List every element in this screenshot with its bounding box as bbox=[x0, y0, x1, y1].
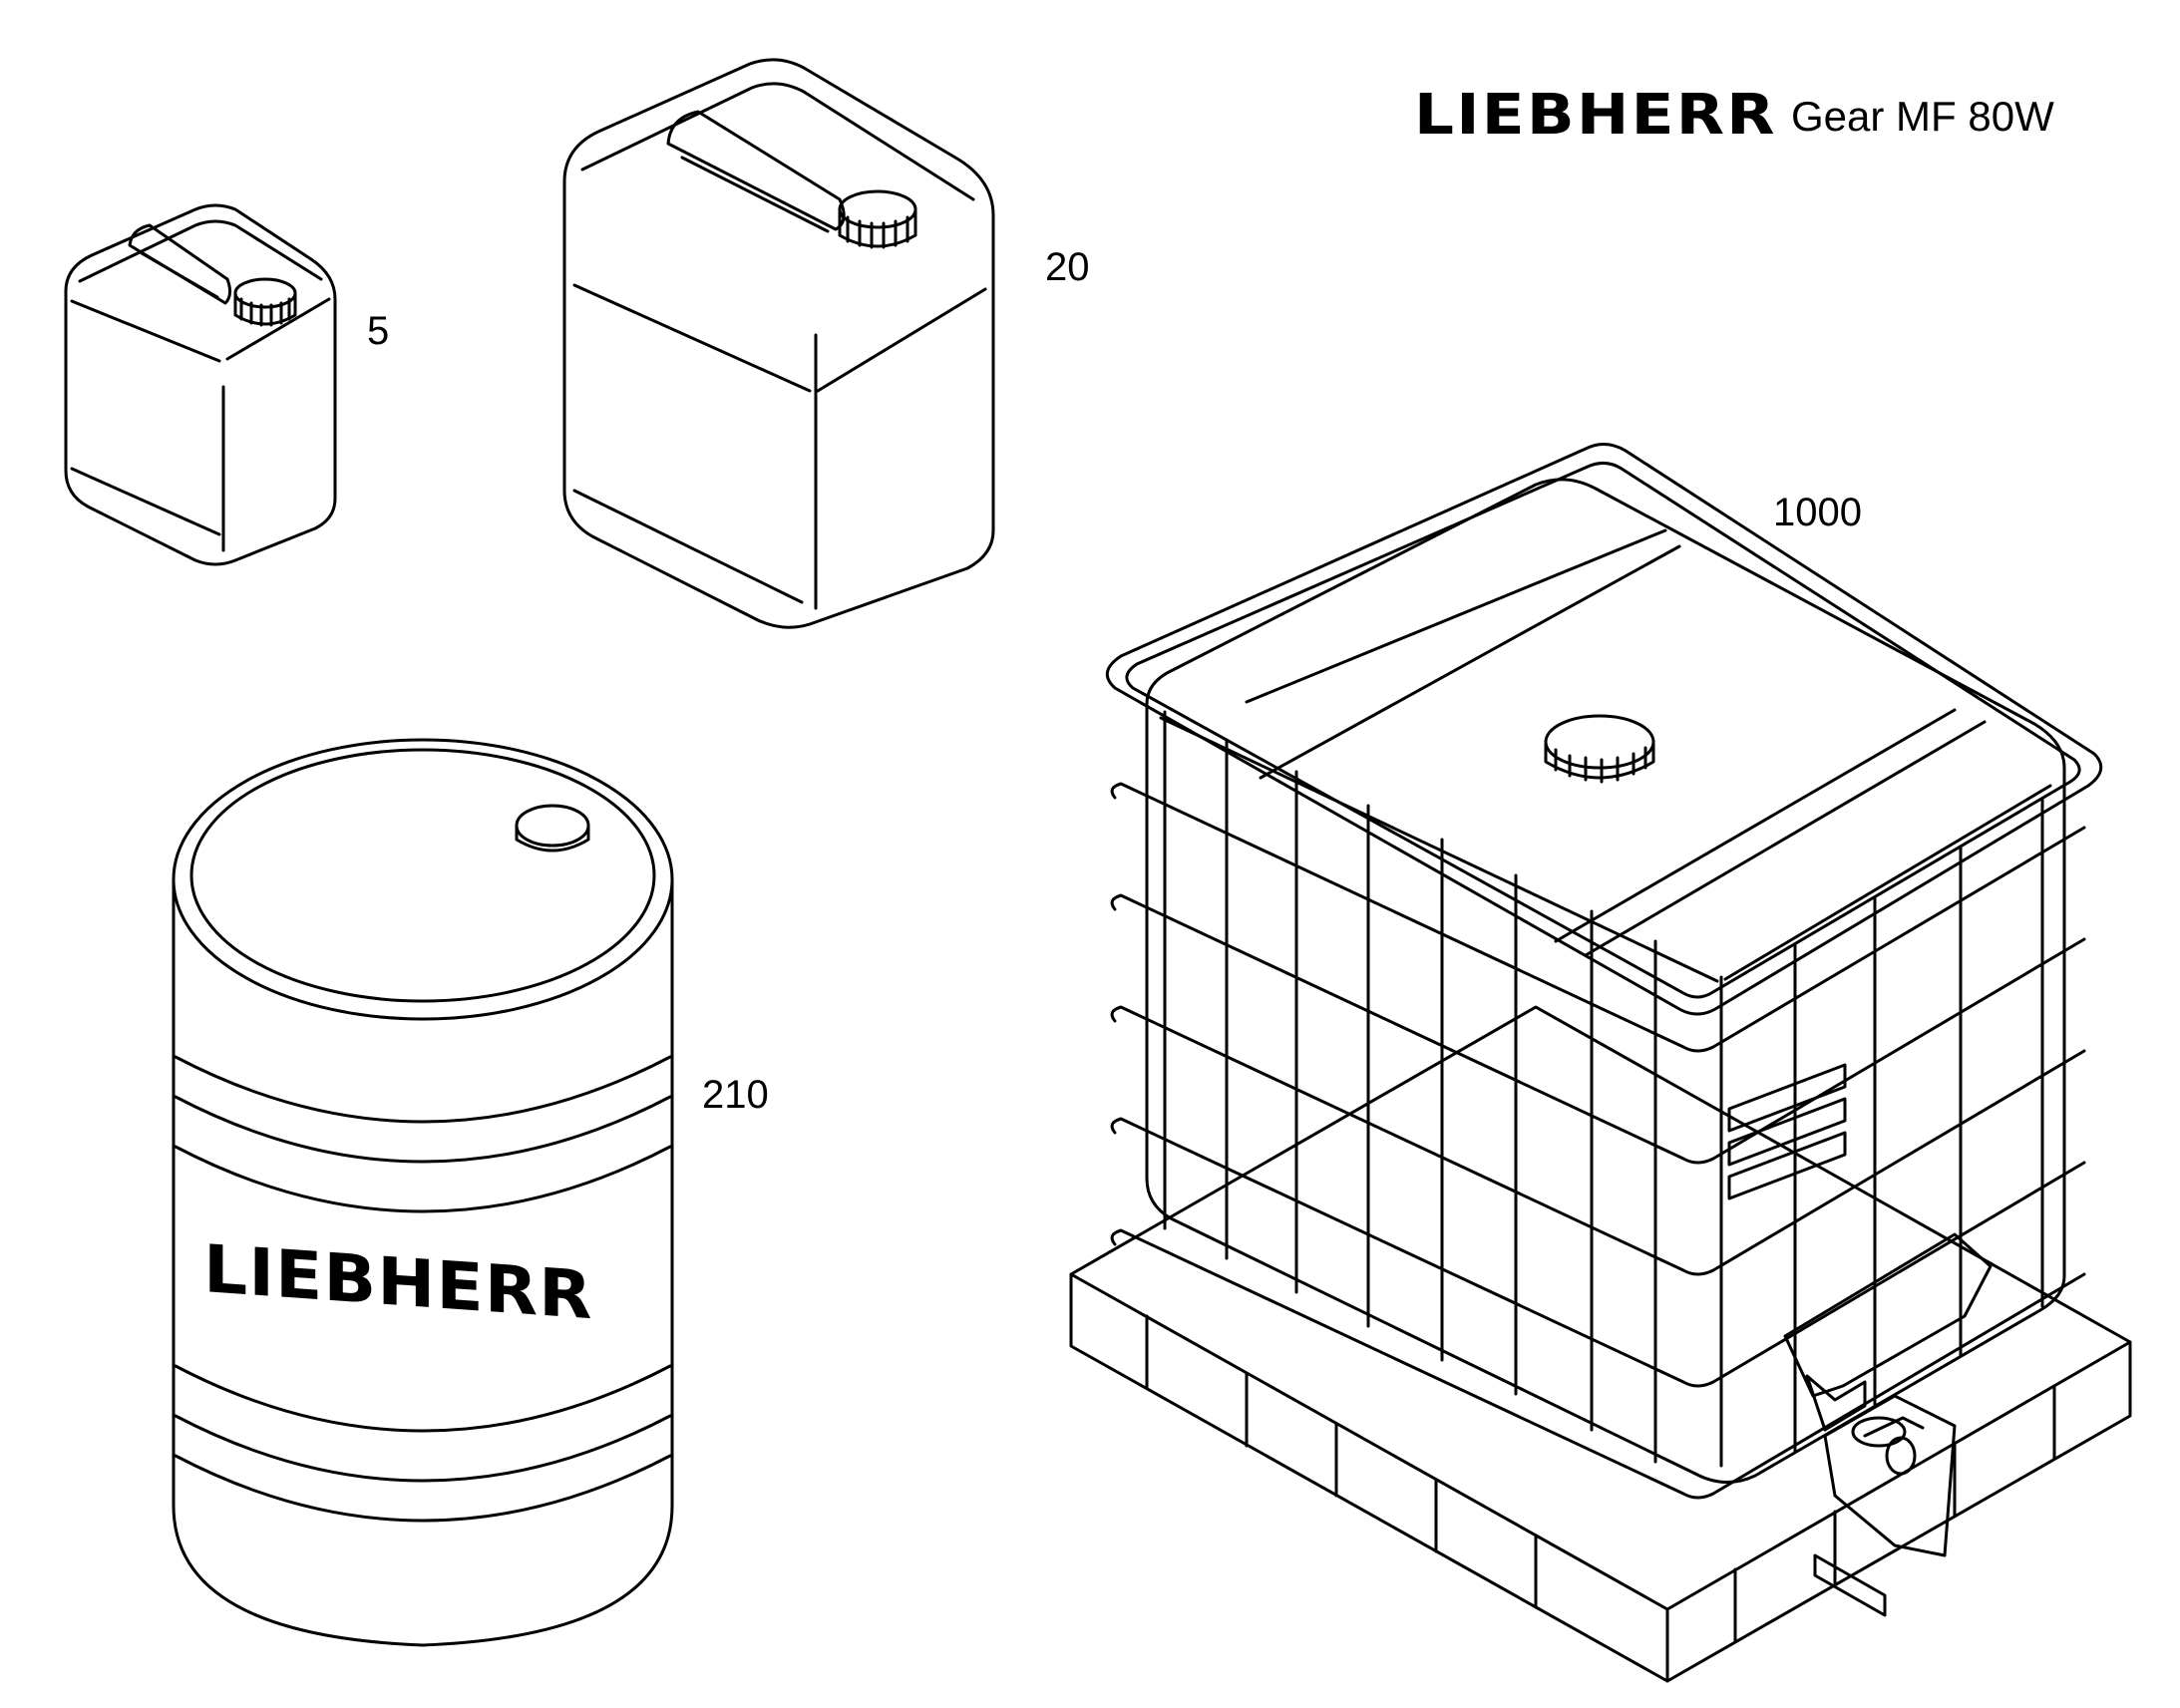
container-label-210: 210 bbox=[702, 1073, 769, 1117]
container-label-1000: 1000 bbox=[1773, 491, 1862, 534]
jerrycan-small-icon bbox=[64, 203, 337, 566]
jerrycan-large-icon bbox=[562, 58, 995, 629]
container-label-20: 20 bbox=[1045, 245, 1090, 289]
ibc-tote-icon bbox=[1069, 443, 2132, 1683]
container-label-5: 5 bbox=[367, 309, 390, 353]
brand-logo: LIEBHERR bbox=[1414, 83, 1777, 148]
product-name: Gear MF 80W bbox=[1791, 93, 2054, 140]
drum-barrel-icon bbox=[172, 738, 674, 1647]
